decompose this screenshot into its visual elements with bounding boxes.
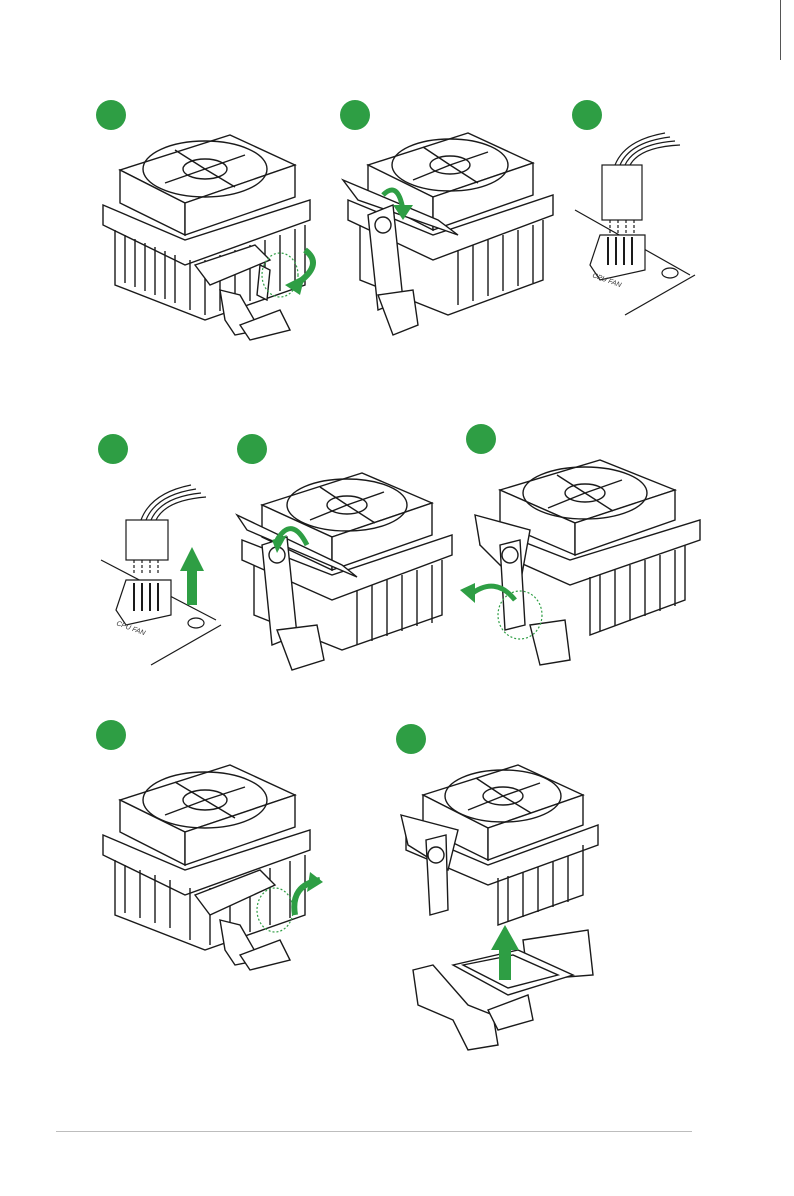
top-margin-rule xyxy=(780,0,781,60)
cooler-unhook-clip-icon xyxy=(460,455,710,680)
cooler-lever-rotate-icon xyxy=(232,465,462,680)
step-badge-6 xyxy=(466,424,496,454)
fan-connector-unplug-icon: CPU FAN xyxy=(96,475,226,670)
cooler-release-lever-icon xyxy=(95,125,335,350)
cooler-open-clamp-icon xyxy=(338,125,568,345)
step-badge-4 xyxy=(98,434,128,464)
fan-connector-plugged-icon: CPU FAN xyxy=(570,125,700,320)
cooler-lift-off-icon xyxy=(95,760,335,985)
cooler-remove-from-socket-icon xyxy=(398,760,608,1055)
step-badge-5 xyxy=(237,434,267,464)
step-badge-7 xyxy=(96,720,126,750)
step-badge-8 xyxy=(396,724,426,754)
footer-rule xyxy=(56,1131,692,1132)
